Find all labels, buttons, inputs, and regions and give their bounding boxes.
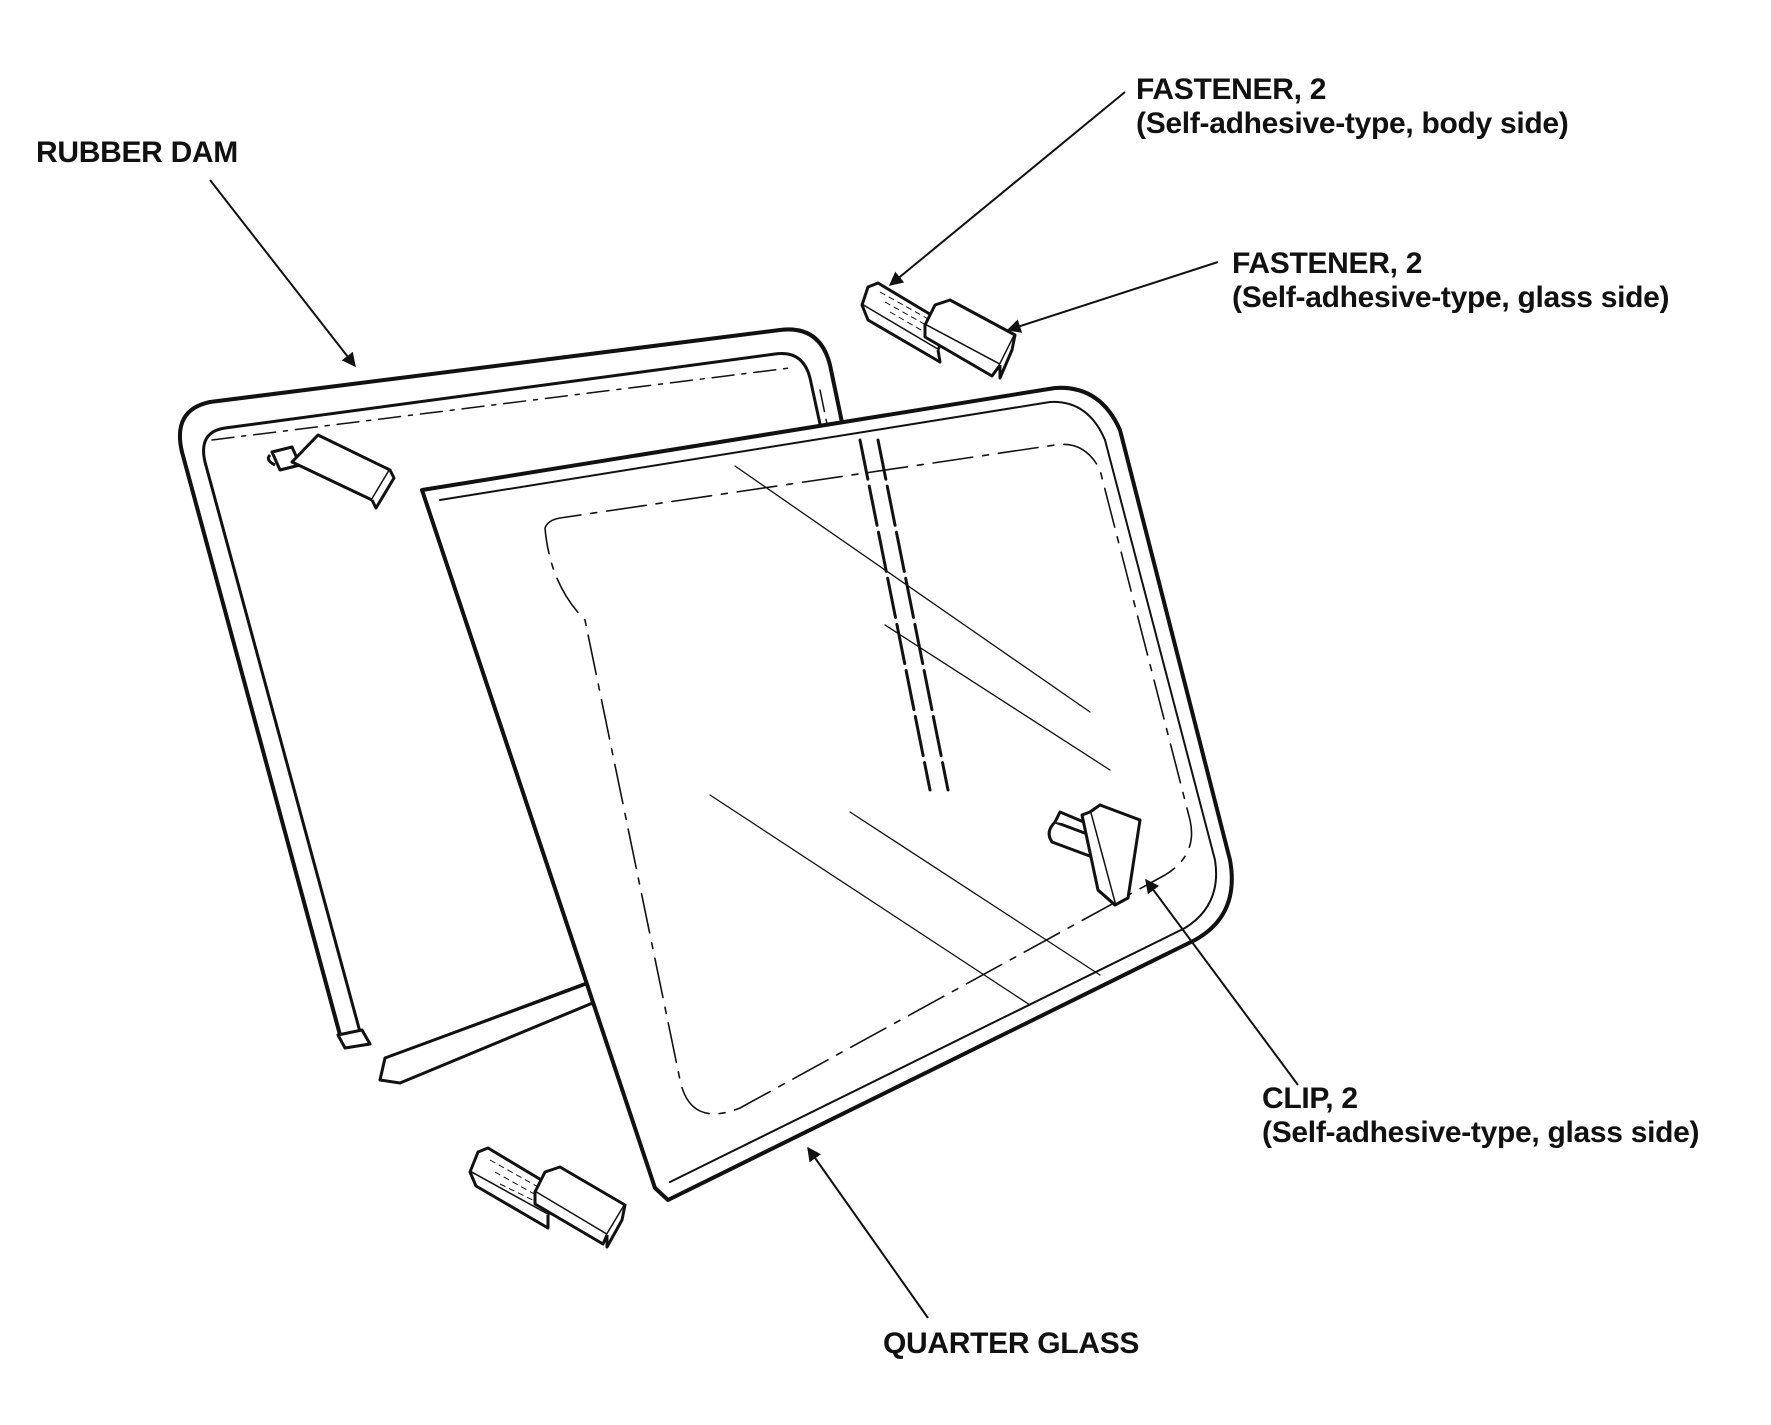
label-fastener-body-side: FASTENER, 2 (Self-adhesive-type, body si… [1136,73,1569,141]
label-clip-title: CLIP, 2 [1262,1082,1358,1115]
leader-lines [209,91,1299,1319]
label-clip: CLIP, 2 (Self-adhesive-type, glass side) [1262,1082,1700,1150]
label-quarter-glass-text: QUARTER GLASS [883,1327,1140,1360]
label-quarter-glass: QUARTER GLASS [883,1327,1139,1361]
leader-rubber-dam [209,179,356,368]
leader-fastener-body [888,91,1126,286]
label-fastener-glass-note: (Self-adhesive-type, glass side) [1232,281,1670,314]
label-fastener-glass-title: FASTENER, 2 [1232,247,1423,280]
clip [1047,803,1142,907]
label-rubber-dam: RUBBER DAM [36,136,238,170]
label-fastener-glass-side: FASTENER, 2 (Self-adhesive-type, glass s… [1232,247,1670,315]
label-fastener-body-title: FASTENER, 2 [1136,73,1327,106]
leader-fastener-glass [1006,261,1219,333]
leader-clip [1145,878,1299,1086]
fastener-pair-lower [468,1146,627,1249]
fastener-dam-upper [266,433,396,510]
label-rubber-dam-text: RUBBER DAM [36,136,238,169]
label-clip-note: (Self-adhesive-type, glass side) [1262,1116,1700,1149]
label-fastener-body-note: (Self-adhesive-type, body side) [1136,107,1569,140]
quarter-glass [420,385,1234,1202]
fastener-pair-upper [860,281,1017,380]
leader-quarter-glass [807,1146,929,1319]
